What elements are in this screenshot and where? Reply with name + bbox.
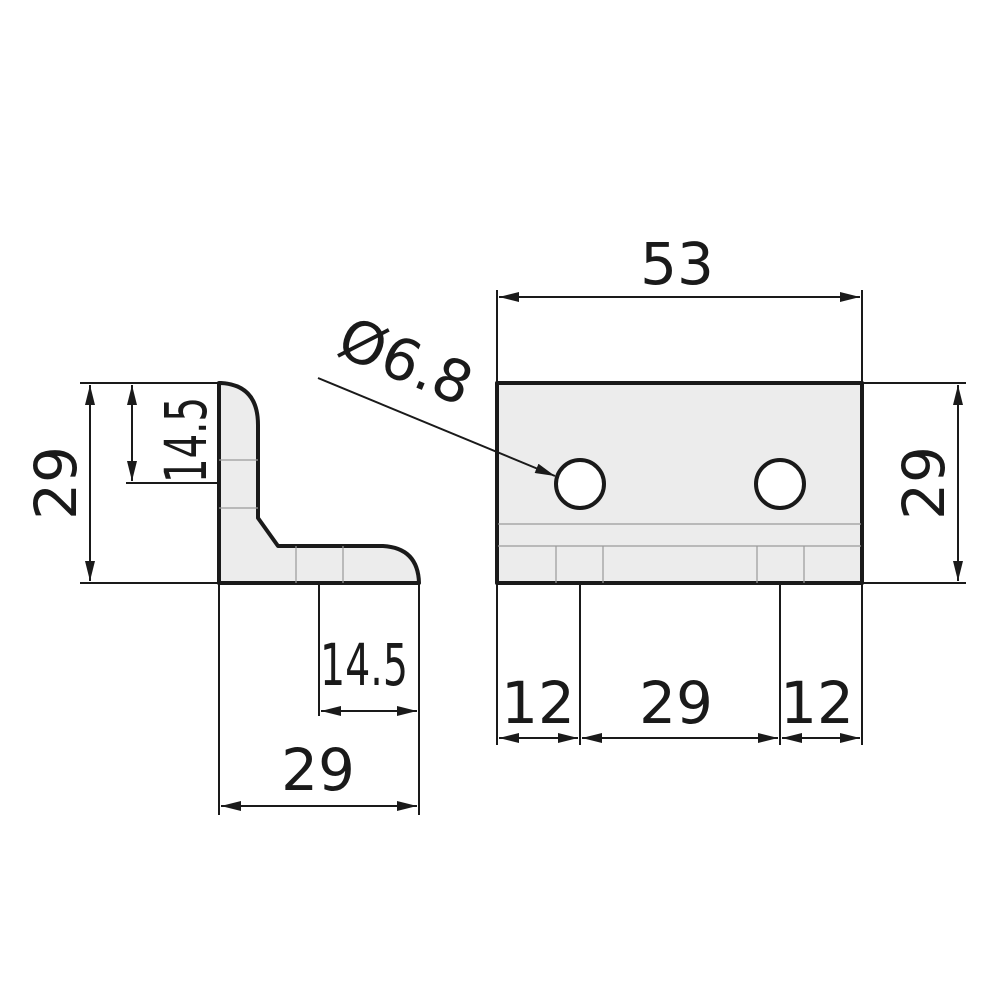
hole-right xyxy=(754,458,806,510)
side-height-upper-label: 14.5 xyxy=(152,397,220,483)
side-width-lower-label: 14.5 xyxy=(320,631,408,699)
hole-left xyxy=(554,458,606,510)
side-view: 29 14.5 14.5 29 xyxy=(22,381,421,815)
front-edge-left-label: 12 xyxy=(501,669,575,737)
hole-diameter-callout: Ø6.8 xyxy=(329,304,482,420)
front-hole-spacing-label: 29 xyxy=(639,669,713,737)
front-edge-right-label: 12 xyxy=(780,669,854,737)
front-view-plate xyxy=(495,381,864,585)
side-view-profile xyxy=(217,381,421,585)
front-view: 53 29 Ø6.8 12 29 12 xyxy=(317,230,966,745)
front-height-total-label: 29 xyxy=(890,446,958,520)
front-width-total-label: 53 xyxy=(640,230,714,298)
side-height-total-label: 29 xyxy=(22,446,90,520)
hole-leader-line xyxy=(317,377,556,477)
side-width-total-label: 29 xyxy=(281,736,355,804)
